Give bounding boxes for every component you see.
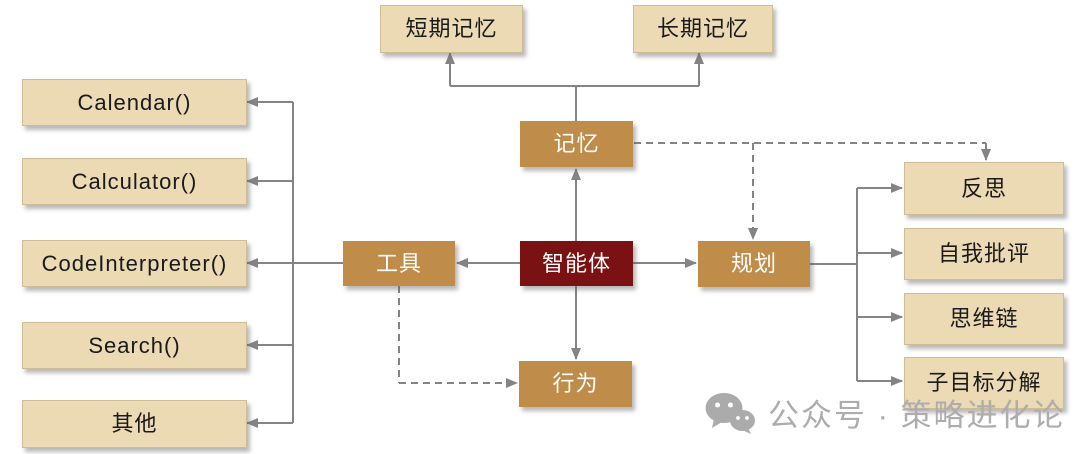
watermark-text: 公众号 · 策略进化论 [768, 398, 1066, 433]
node-planning: 规划 [698, 241, 810, 287]
node-calendar: Calendar() [22, 79, 247, 126]
dashed-connectors [398, 142, 991, 388]
solid-connectors [246, 52, 903, 428]
node-agent: 智能体 [520, 241, 633, 286]
node-chain-of-thought: 思维链 [904, 293, 1064, 345]
node-tools: 工具 [343, 241, 455, 286]
node-short-term-memory: 短期记忆 [380, 5, 523, 53]
wechat-icon [704, 392, 756, 434]
node-subgoal-decomposition: 子目标分解 [904, 357, 1064, 409]
node-codeinterpreter: CodeInterpreter() [22, 240, 247, 287]
watermark: 公众号 · 策略进化论 [704, 390, 1066, 435]
node-other: 其他 [22, 400, 247, 448]
node-action: 行为 [519, 361, 632, 407]
node-calculator: Calculator() [22, 158, 247, 205]
node-self-criticism: 自我批评 [904, 228, 1064, 280]
node-search: Search() [22, 322, 247, 369]
node-memory: 记忆 [520, 121, 633, 167]
node-reflection: 反思 [904, 162, 1064, 215]
node-long-term-memory: 长期记忆 [633, 5, 773, 53]
